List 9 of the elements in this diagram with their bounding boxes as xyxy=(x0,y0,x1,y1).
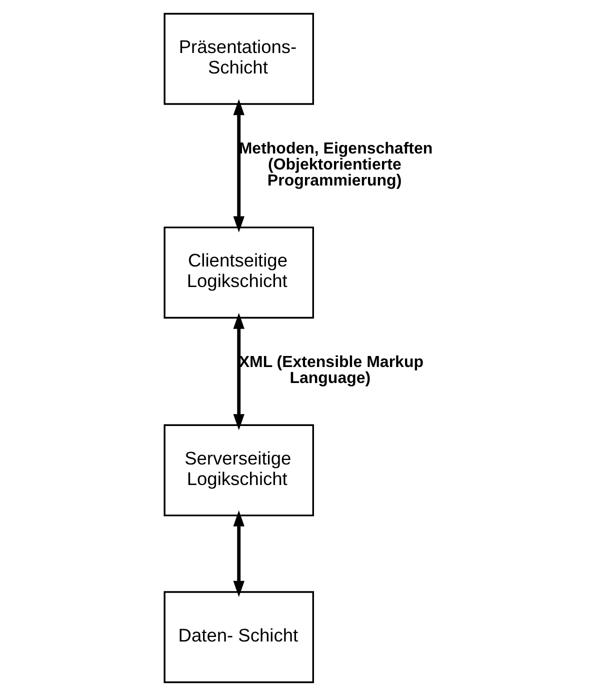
arrow xyxy=(233,510,244,596)
node-box: Präsentations- Schicht xyxy=(164,12,314,104)
arrow xyxy=(233,98,244,232)
arrow xyxy=(233,312,244,430)
node-box: Clientseitige Logikschicht xyxy=(164,226,314,318)
node-box: Daten- Schicht xyxy=(164,590,314,683)
edge-label: Methoden, Eigenschaften (Objektorientierte Programmierung) xyxy=(238,140,433,189)
node-box: Serverseitige Logikschicht xyxy=(164,424,314,516)
edge-label: XML (Extensible Markup Language) xyxy=(238,354,424,387)
